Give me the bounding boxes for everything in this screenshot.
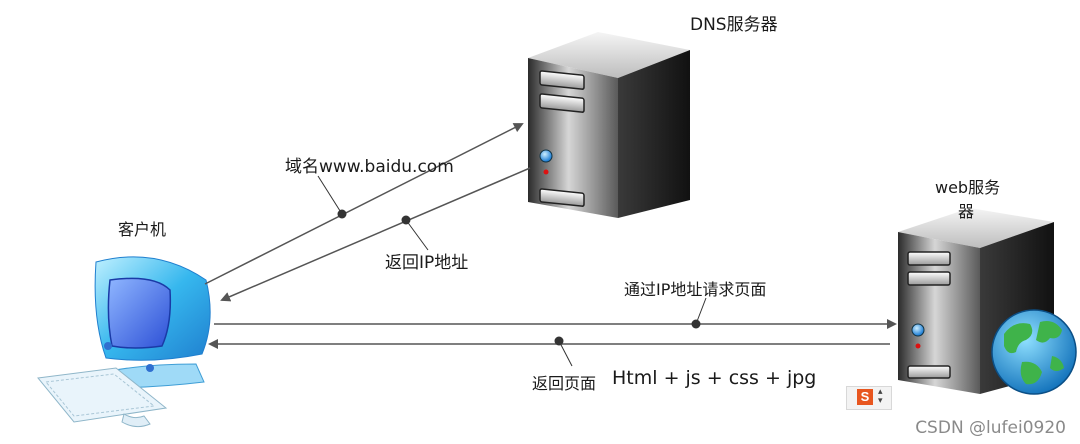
domain-query-label: 域名www.baidu.com (285, 152, 454, 177)
watermark: CSDN @lufei0920 (915, 418, 1066, 438)
web-server-label-line1: web服务 (935, 174, 1000, 198)
sohu-s-icon: S (857, 389, 873, 405)
up-down-arrows-icon: ▴▾ (878, 388, 883, 406)
sohu-badge[interactable]: S ▴▾ (846, 386, 892, 410)
client-computer-icon (38, 257, 210, 427)
edge-request-page (214, 298, 895, 329)
return-page-label: 返回页面 (532, 370, 596, 394)
return-ip-label: 返回IP地址 (385, 248, 468, 273)
edge-domain-query (205, 124, 522, 284)
dns-server-icon (528, 32, 690, 218)
edge-return-ip (222, 168, 530, 300)
edge-return-page (210, 337, 890, 367)
page-content-label: Html + js + css + jpg (612, 367, 816, 389)
request-page-label: 通过IP地址请求页面 (624, 276, 766, 300)
web-server-label-line2: 器 (958, 198, 974, 222)
client-label: 客户机 (118, 216, 166, 240)
globe-icon (992, 310, 1076, 394)
dns-server-label: DNS服务器 (690, 10, 778, 35)
